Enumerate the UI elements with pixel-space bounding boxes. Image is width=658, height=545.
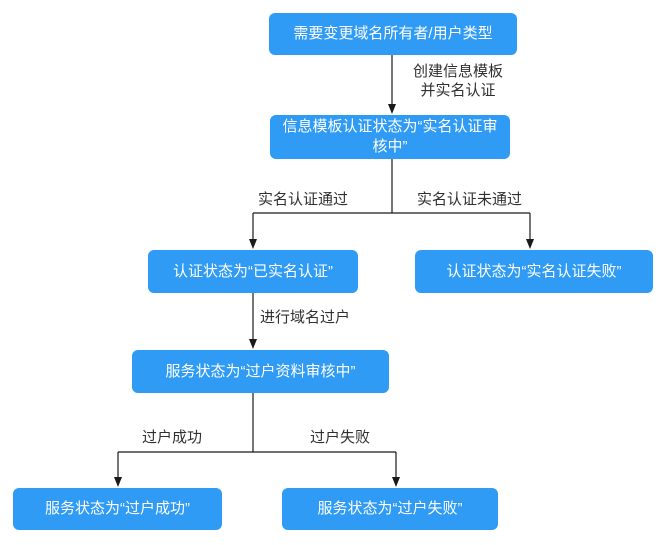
arrowhead (249, 339, 257, 349)
edge-label-transfer-ng: 过户失败 (310, 429, 371, 446)
edge-transfer-split (117, 393, 397, 477)
node-auth-failed: 认证状态为“实名认证失败” (415, 250, 653, 293)
node-transfer-review: 服务状态为“过户资料审核中” (132, 350, 389, 393)
node-template-review: 信息模板认证状态为“实名认证审核中” (270, 115, 510, 159)
node-start: 需要变更域名所有者/用户类型 (269, 13, 517, 55)
edge-label-auth-no-pass: 实名认证未通过 (417, 191, 523, 208)
edge-label-transfer-ok: 过户成功 (142, 429, 203, 446)
edge-template-split (252, 159, 531, 239)
arrowhead (388, 104, 396, 114)
node-transfer-success: 服务状态为“过户成功” (13, 488, 222, 530)
arrowhead (526, 239, 534, 249)
arrowhead (114, 477, 122, 487)
edge-label-do-transfer: 进行域名过户 (260, 309, 351, 326)
edge-label-auth-pass: 实名认证通过 (258, 191, 349, 208)
node-transfer-failed: 服务状态为“过户失败” (282, 488, 498, 530)
edge-label-create-template: 创建信息模板 并实名认证 (412, 63, 503, 99)
node-auth-done: 认证状态为“已实名认证” (148, 250, 358, 293)
arrowhead (249, 239, 257, 249)
arrowhead (392, 477, 400, 487)
